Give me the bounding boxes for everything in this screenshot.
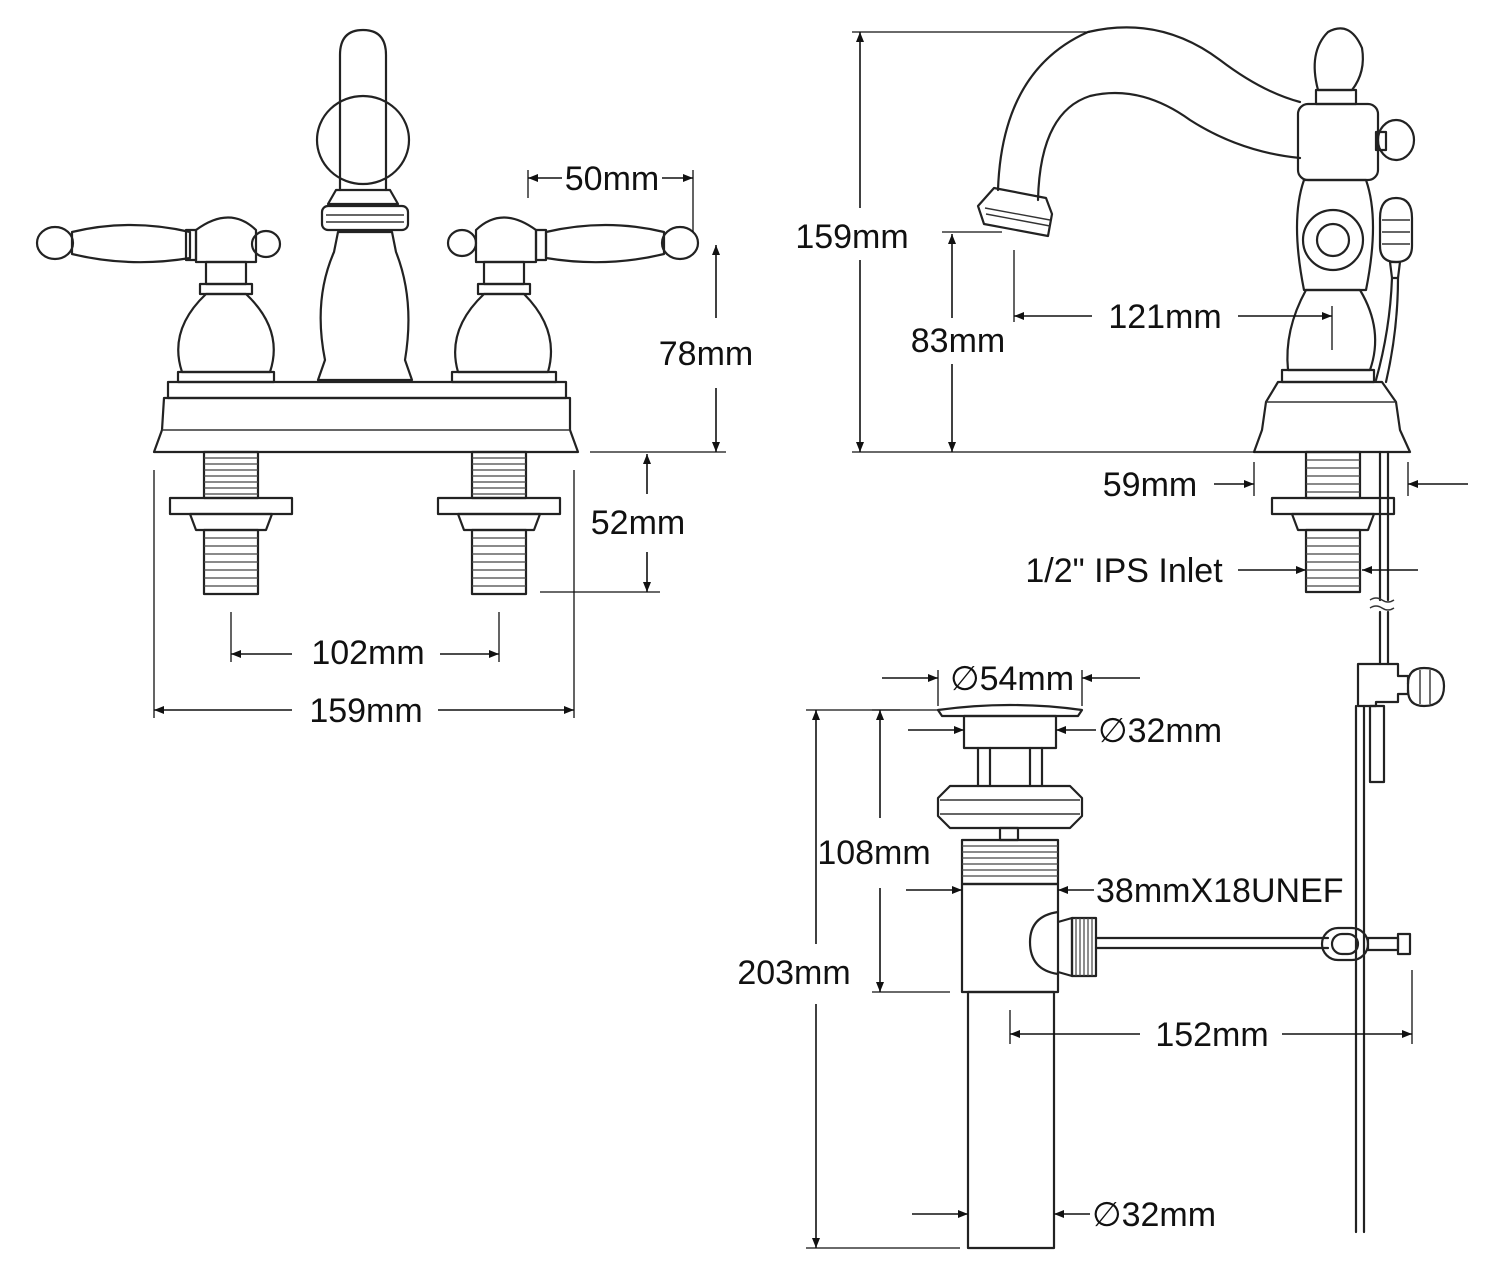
label-drain-tailpiece-diameter: ∅32mm	[1092, 1196, 1216, 1234]
dimension-159mm-width: 159mm	[153, 470, 575, 730]
label-front-center-spacing: 102mm	[311, 634, 424, 672]
label-front-handle-height: 78mm	[659, 335, 753, 373]
label-drain-stopper-diameter: ∅32mm	[1098, 712, 1222, 750]
dimension-52mm: 52mm	[540, 454, 685, 593]
dimension-thread: 38mmX18UNEF	[906, 872, 1344, 910]
label-front-spread: 50mm	[565, 160, 659, 198]
dimension-32mm-tailpiece: ∅32mm	[912, 1196, 1216, 1234]
label-drain-overall-length: 203mm	[737, 954, 850, 992]
front-view: 50mm 78mm 52mm 102mm	[35, 28, 753, 730]
dimension-59mm: 59mm	[1103, 462, 1468, 504]
dimension-78mm: 78mm	[590, 245, 753, 453]
dimension-108mm: 108mm	[817, 709, 950, 993]
dimension-121mm: 121mm	[1013, 250, 1333, 350]
side-view: 159mm 83mm 121mm 59mm 1/2	[795, 26, 1468, 1234]
dimension-50mm: 50mm	[527, 160, 694, 232]
front-right-handle	[446, 216, 700, 384]
label-drain-body-length: 108mm	[817, 834, 930, 872]
side-shank	[1270, 450, 1396, 594]
dimension-83mm: 83mm	[911, 231, 1005, 452]
dimension-54mm: ∅54mm	[882, 660, 1140, 706]
drain-assembly	[936, 703, 1412, 1250]
dimension-32mm-stopper: ∅32mm	[908, 712, 1222, 750]
drain-view: ∅54mm ∅32mm 108mm 38mmX18UNEF 20	[737, 660, 1413, 1250]
front-left-shank	[168, 450, 294, 596]
dimension-159mm-height: 159mm	[795, 31, 1255, 453]
label-drain-thread-spec: 38mmX18UNEF	[1096, 872, 1344, 910]
dimension-102mm: 102mm	[230, 612, 500, 672]
label-front-shank-length: 52mm	[591, 504, 685, 542]
side-lift-rod	[1354, 450, 1446, 1234]
dimension-203mm: 203mm	[737, 709, 960, 1249]
front-spout	[315, 28, 414, 382]
dimension-152mm: 152mm	[1009, 970, 1413, 1054]
front-left-handle	[35, 216, 282, 384]
dimension-inlet: 1/2" IPS Inlet	[1025, 552, 1418, 590]
label-side-spout-reach: 121mm	[1108, 298, 1221, 336]
front-base-plate	[152, 380, 580, 454]
side-spout	[976, 26, 1302, 238]
label-front-overall-width: 159mm	[309, 692, 422, 730]
label-side-overall-height: 159mm	[795, 218, 908, 256]
label-side-inlet: 1/2" IPS Inlet	[1025, 552, 1223, 590]
label-side-base-depth: 59mm	[1103, 466, 1197, 504]
side-lift-rod-knob	[1374, 196, 1414, 384]
label-side-spout-height: 83mm	[911, 322, 1005, 360]
label-drain-flange-diameter: ∅54mm	[950, 660, 1074, 698]
label-drain-pivot-rod-length: 152mm	[1155, 1016, 1268, 1054]
front-right-shank	[436, 450, 562, 596]
side-body	[1252, 27, 1416, 454]
